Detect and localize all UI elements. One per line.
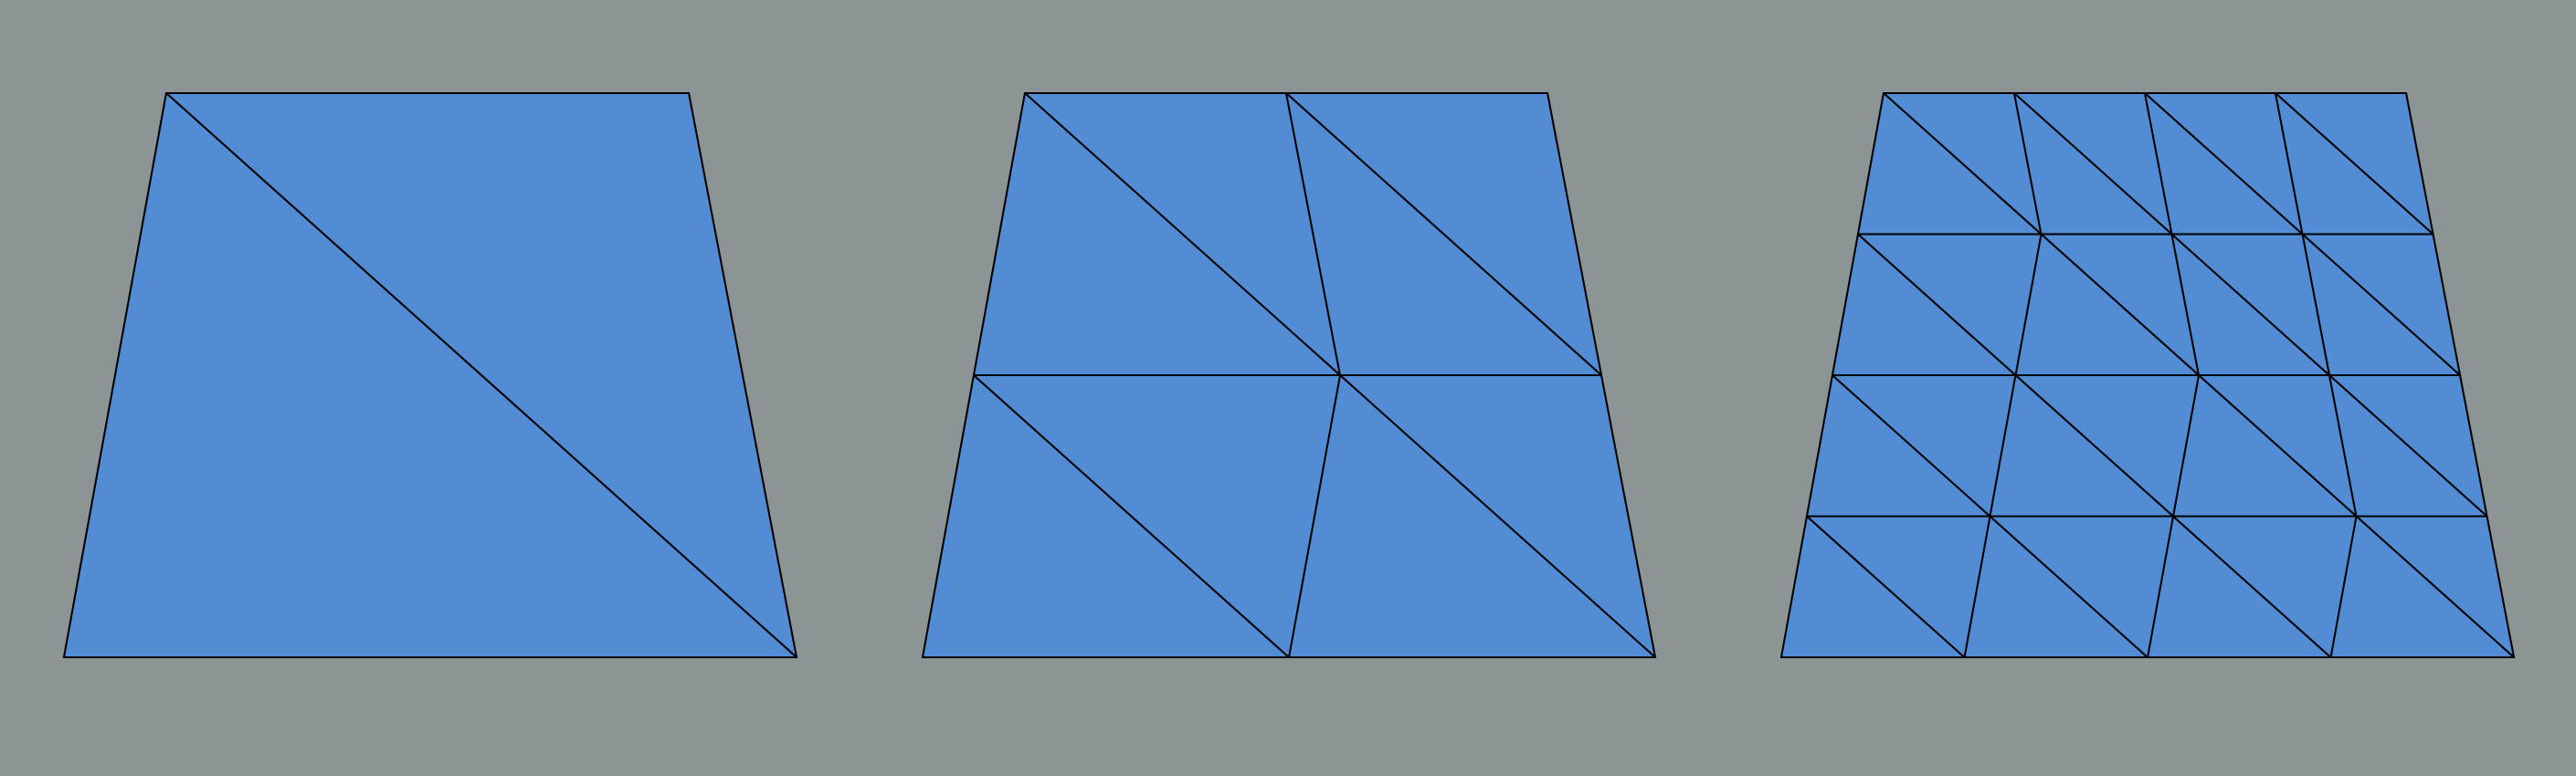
mesh-triangle — [63, 92, 797, 658]
mesh-panel-fine — [1779, 92, 2516, 658]
mesh-triangle — [2170, 233, 2330, 376]
mesh-triangle — [1857, 233, 2043, 376]
mesh-triangle — [2013, 92, 2173, 236]
mesh-triangle — [2328, 374, 2488, 518]
mesh-triangle — [1285, 92, 1602, 376]
mesh-triangle — [1806, 515, 1991, 658]
mesh-triangle — [1989, 374, 2174, 518]
mesh-panel-medium — [921, 92, 1657, 658]
mesh-panel-coarse — [62, 92, 798, 658]
mesh-triangle — [2172, 515, 2358, 658]
mesh-triangle — [973, 374, 1341, 658]
mesh-triangle — [2275, 92, 2434, 236]
